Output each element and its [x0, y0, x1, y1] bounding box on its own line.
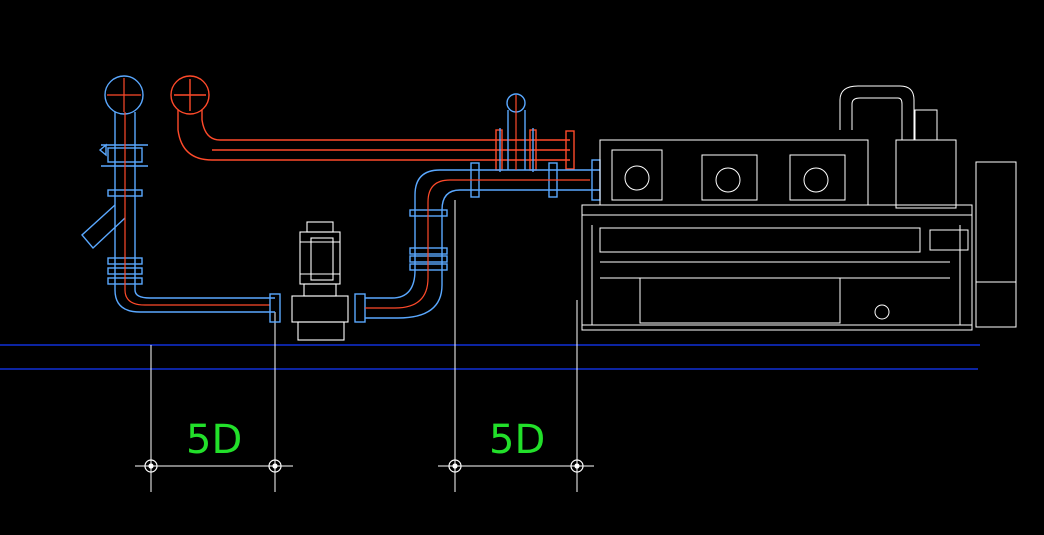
chiller-unit	[581, 85, 1017, 331]
pump-circuit	[269, 93, 601, 323]
floor-lines	[0, 344, 980, 370]
pump	[291, 221, 349, 341]
dimension-lines	[135, 200, 594, 492]
dimension-markers	[144, 459, 584, 473]
left-riser-core	[107, 78, 270, 306]
dimension-label-right: 5D	[489, 417, 545, 463]
dimension-label-left: 5D	[186, 417, 242, 463]
pump-circuit-core	[365, 95, 590, 309]
supply-pipe	[170, 75, 575, 171]
